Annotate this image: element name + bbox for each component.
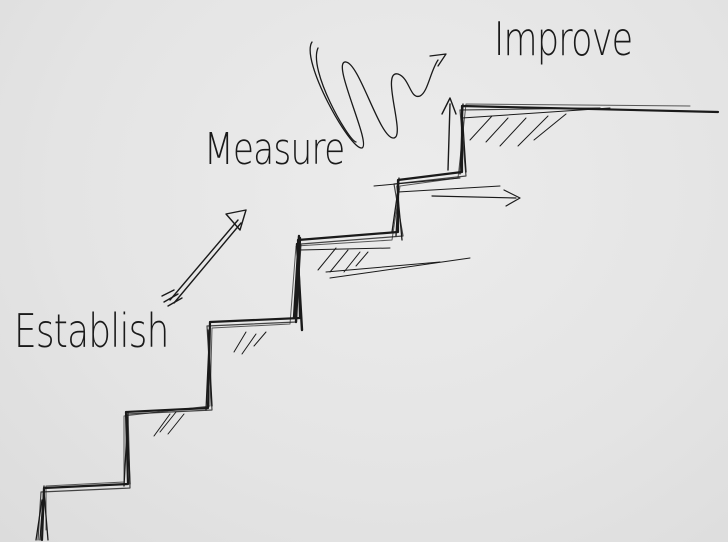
- stage-label-improve: Improve: [494, 16, 632, 62]
- stage-label-establish: Establish: [14, 308, 169, 354]
- arrow-right-middle: [432, 190, 520, 206]
- stage-label-measure: Measure: [204, 128, 344, 172]
- arrow-to-measure: [162, 210, 246, 306]
- arrow-up-top-step: [442, 98, 456, 170]
